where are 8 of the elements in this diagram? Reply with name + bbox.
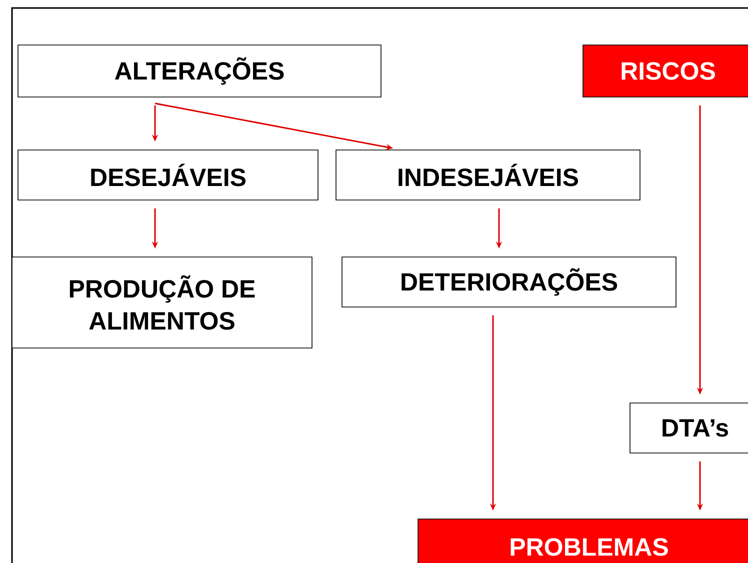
term-box: DETERIORAÇÕES: [342, 256, 676, 308]
term-box: DESEJÁVEIS: [18, 150, 318, 200]
highlight-box: RISCOS: [582, 44, 748, 98]
term-box: INDESEJÁVEIS: [336, 150, 640, 200]
term-box: ALTERAÇÕES: [18, 44, 382, 98]
term-box: PRODUÇÃO DE ALIMENTOS: [12, 256, 312, 348]
term-box: DTA’s: [630, 402, 748, 454]
highlight-box: PROBLEMAS: [418, 518, 748, 563]
